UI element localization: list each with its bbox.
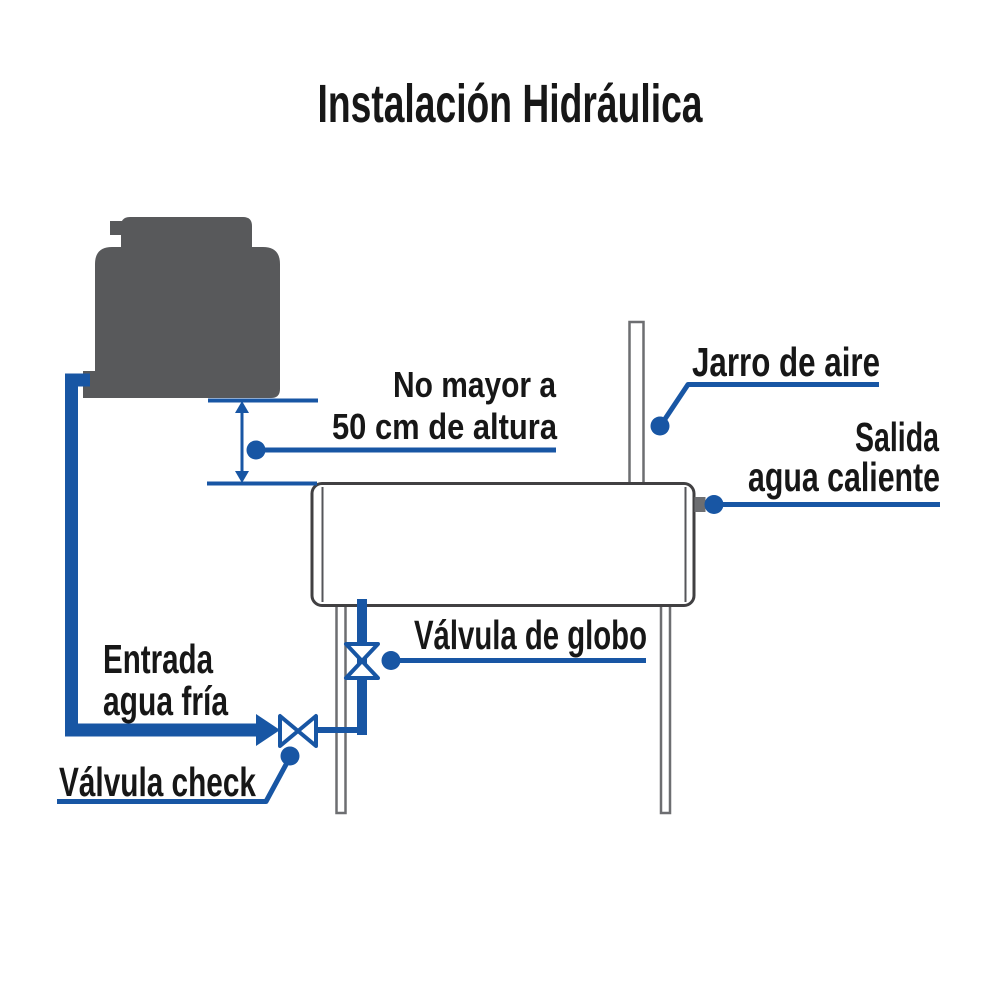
globe-valve-icon	[344, 642, 380, 680]
leader-air-jar-line	[658, 382, 879, 427]
tank-lid	[121, 217, 252, 252]
globe-valve-bottom-triangle	[344, 659, 380, 680]
label-height-limit-line1: No mayor a	[393, 364, 557, 405]
label-hot-outlet-line2: agua caliente	[748, 454, 940, 500]
leader-check-valve	[57, 746, 300, 804]
heater-leg-left	[335, 596, 347, 815]
air-jar-pipe	[628, 320, 645, 489]
leader-hot-outlet	[704, 495, 940, 514]
tank-body	[95, 247, 280, 398]
globe-valve-top-triangle	[344, 642, 380, 663]
leader-globe-valve-dot	[381, 651, 401, 670]
check-valve-left-triangle	[278, 714, 300, 748]
dimension-arrow-down	[235, 471, 249, 483]
leader-air-jar-dot	[650, 416, 670, 436]
label-height-limit-line2: 50 cm de altura	[332, 406, 558, 447]
label-cold-inlet-line1: Entrada	[103, 636, 214, 682]
leader-height-limit	[246, 440, 556, 460]
leader-height-dot	[246, 440, 266, 460]
label-air-jar: Jarro de aire	[692, 339, 880, 385]
water-tank	[83, 217, 280, 398]
leader-check-valve-line	[57, 757, 292, 804]
dimension-arrow-up	[235, 401, 249, 413]
flow-arrow-icon	[256, 714, 280, 746]
label-hot-outlet-line1: Salida	[855, 414, 940, 460]
cold-water-pipe	[65, 373, 257, 737]
tank-lid-notch	[110, 221, 124, 235]
leader-hot-outlet-dot	[704, 495, 724, 514]
heater-leg-right	[659, 596, 672, 815]
leader-globe-valve	[381, 651, 646, 670]
dimension-icon	[207, 398, 318, 486]
hot-water-outlet-nub	[694, 497, 706, 512]
page-title: Instalación Hidráulica	[318, 74, 704, 134]
label-check-valve: Válvula check	[59, 759, 256, 805]
label-cold-inlet-line2: agua fría	[103, 678, 229, 724]
boiler-body	[310, 482, 696, 607]
leader-air-jar	[650, 382, 879, 436]
label-globe-valve: Válvula de globo	[414, 612, 647, 658]
leader-check-valve-dot	[280, 746, 300, 766]
